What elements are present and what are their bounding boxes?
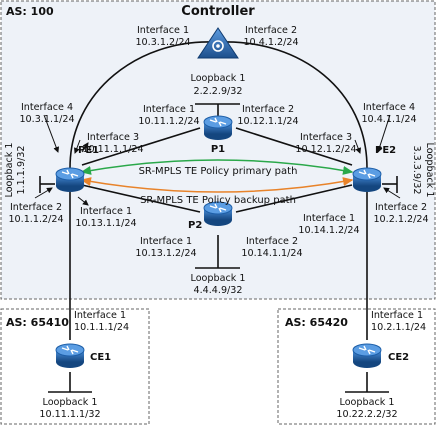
controller-if1-label: Interface 1 bbox=[137, 25, 189, 36]
as100-label: AS: 100 bbox=[6, 5, 54, 18]
link-p1-pe2 bbox=[235, 127, 353, 166]
primary-path-label: SR-MPLS TE Policy primary path bbox=[139, 166, 298, 177]
ce2-name: CE2 bbox=[388, 352, 409, 363]
router-icon-ce1 bbox=[55, 343, 85, 368]
pe1-loopback-label: Loopback 1 bbox=[4, 143, 15, 198]
link-pe1-p2 bbox=[81, 184, 201, 213]
primary-path-line bbox=[80, 159, 354, 175]
ce1-if1-ip: 10.1.1.1/24 bbox=[74, 322, 129, 333]
ce2-loopback-ip: 10.22.2.2/32 bbox=[336, 409, 397, 420]
pe2-if4-ip: 10.4.1.1/24 bbox=[361, 114, 416, 125]
backup-path-line bbox=[80, 177, 354, 193]
ce1-if1-label: Interface 1 bbox=[74, 310, 126, 321]
link-pe1-controller bbox=[69, 41, 213, 169]
links bbox=[39, 41, 398, 393]
p1-if2-label: Interface 2 bbox=[242, 104, 294, 115]
pe2-if4-label: Interface 4 bbox=[363, 102, 415, 113]
pe2-if3-label: Interface 3 bbox=[300, 132, 352, 143]
pe2-if1-label: Interface 1 bbox=[303, 213, 355, 224]
p1-if1-label: Interface 1 bbox=[143, 104, 195, 115]
router-icon-pe1 bbox=[55, 167, 85, 192]
p1-if2-ip: 10.12.1.1/24 bbox=[237, 116, 298, 127]
ce2-if1-ip: 10.2.1.1/24 bbox=[371, 322, 426, 333]
pe1-if3-label: Interface 3 bbox=[87, 132, 139, 143]
p2-if1-ip: 10.13.1.2/24 bbox=[135, 248, 196, 259]
as65410-label: AS: 65410 bbox=[6, 316, 69, 329]
pe1-pointers bbox=[34, 114, 401, 206]
pe1-if4-label: Interface 4 bbox=[21, 102, 73, 113]
p1-loopback-label: Loopback 1 bbox=[191, 73, 246, 84]
ce1-loopback-label: Loopback 1 bbox=[43, 397, 98, 408]
as65420-label: AS: 65420 bbox=[285, 316, 348, 329]
pe2-name: PE2 bbox=[375, 145, 396, 156]
pe1-if1-label: Interface 1 bbox=[80, 206, 132, 217]
p2-loopback-label: Loopback 1 bbox=[191, 273, 246, 284]
p2-if2-ip: 10.14.1.1/24 bbox=[241, 248, 302, 259]
backup-path-label: SR-MPLS TE Policy backup path bbox=[140, 195, 296, 206]
link-pe1-p1 bbox=[81, 127, 201, 166]
ce2-if1-label: Interface 1 bbox=[371, 310, 423, 321]
pe2-if3-ip: 10.12.1.2/24 bbox=[295, 144, 356, 155]
p2-loopback-ip: 4.4.4.9/32 bbox=[193, 285, 242, 296]
pe1-if1-ip: 10.13.1.1/24 bbox=[75, 218, 136, 229]
router-icon-p1 bbox=[203, 115, 233, 140]
pe1-loopback-ip: 1.1.1.9/32 bbox=[16, 145, 27, 194]
pe1-if3-ip: 10.11.1.1/24 bbox=[82, 144, 143, 155]
p2-name: P2 bbox=[188, 220, 202, 231]
controller-if2-ip: 10.4.1.2/24 bbox=[243, 37, 298, 48]
pe2-if2-ip: 10.2.1.2/24 bbox=[373, 214, 428, 225]
controller-icon bbox=[197, 27, 239, 59]
link-pe2-controller bbox=[221, 41, 368, 169]
p2-if1-label: Interface 1 bbox=[140, 236, 192, 247]
p1-if1-ip: 10.11.1.2/24 bbox=[138, 116, 199, 127]
router-icon-pe2 bbox=[352, 167, 382, 192]
as65420-region bbox=[277, 308, 436, 425]
pe1-name: PE1 bbox=[78, 145, 99, 156]
controller-title: Controller bbox=[181, 4, 255, 19]
p2-if2-label: Interface 2 bbox=[246, 236, 298, 247]
ce1-loopback-ip: 10.11.1.1/32 bbox=[39, 409, 100, 420]
p1-name: P1 bbox=[211, 144, 225, 155]
router-icon-p2 bbox=[203, 201, 233, 226]
pe2-if2-label: Interface 2 bbox=[375, 202, 427, 213]
pe1-if2-label: Interface 2 bbox=[10, 202, 62, 213]
ce2-loopback-label: Loopback 1 bbox=[340, 397, 395, 408]
pe2-if1-ip: 10.14.1.2/24 bbox=[298, 225, 359, 236]
router-icon-ce2 bbox=[352, 343, 382, 368]
pe2-loopback-label: Loopback 1 bbox=[424, 143, 435, 198]
controller-if1-ip: 10.3.1.2/24 bbox=[135, 37, 190, 48]
pe1-if4-ip: 10.3.1.1/24 bbox=[19, 114, 74, 125]
pe2-loopback-ip: 3.3.3.9/32 bbox=[411, 145, 422, 194]
ce1-name: CE1 bbox=[90, 352, 111, 363]
link-p2-pe2 bbox=[235, 184, 353, 213]
controller-if2-label: Interface 2 bbox=[245, 25, 297, 36]
p1-loopback-ip: 2.2.2.9/32 bbox=[193, 86, 242, 97]
pe1-if2-ip: 10.1.1.2/24 bbox=[8, 214, 63, 225]
